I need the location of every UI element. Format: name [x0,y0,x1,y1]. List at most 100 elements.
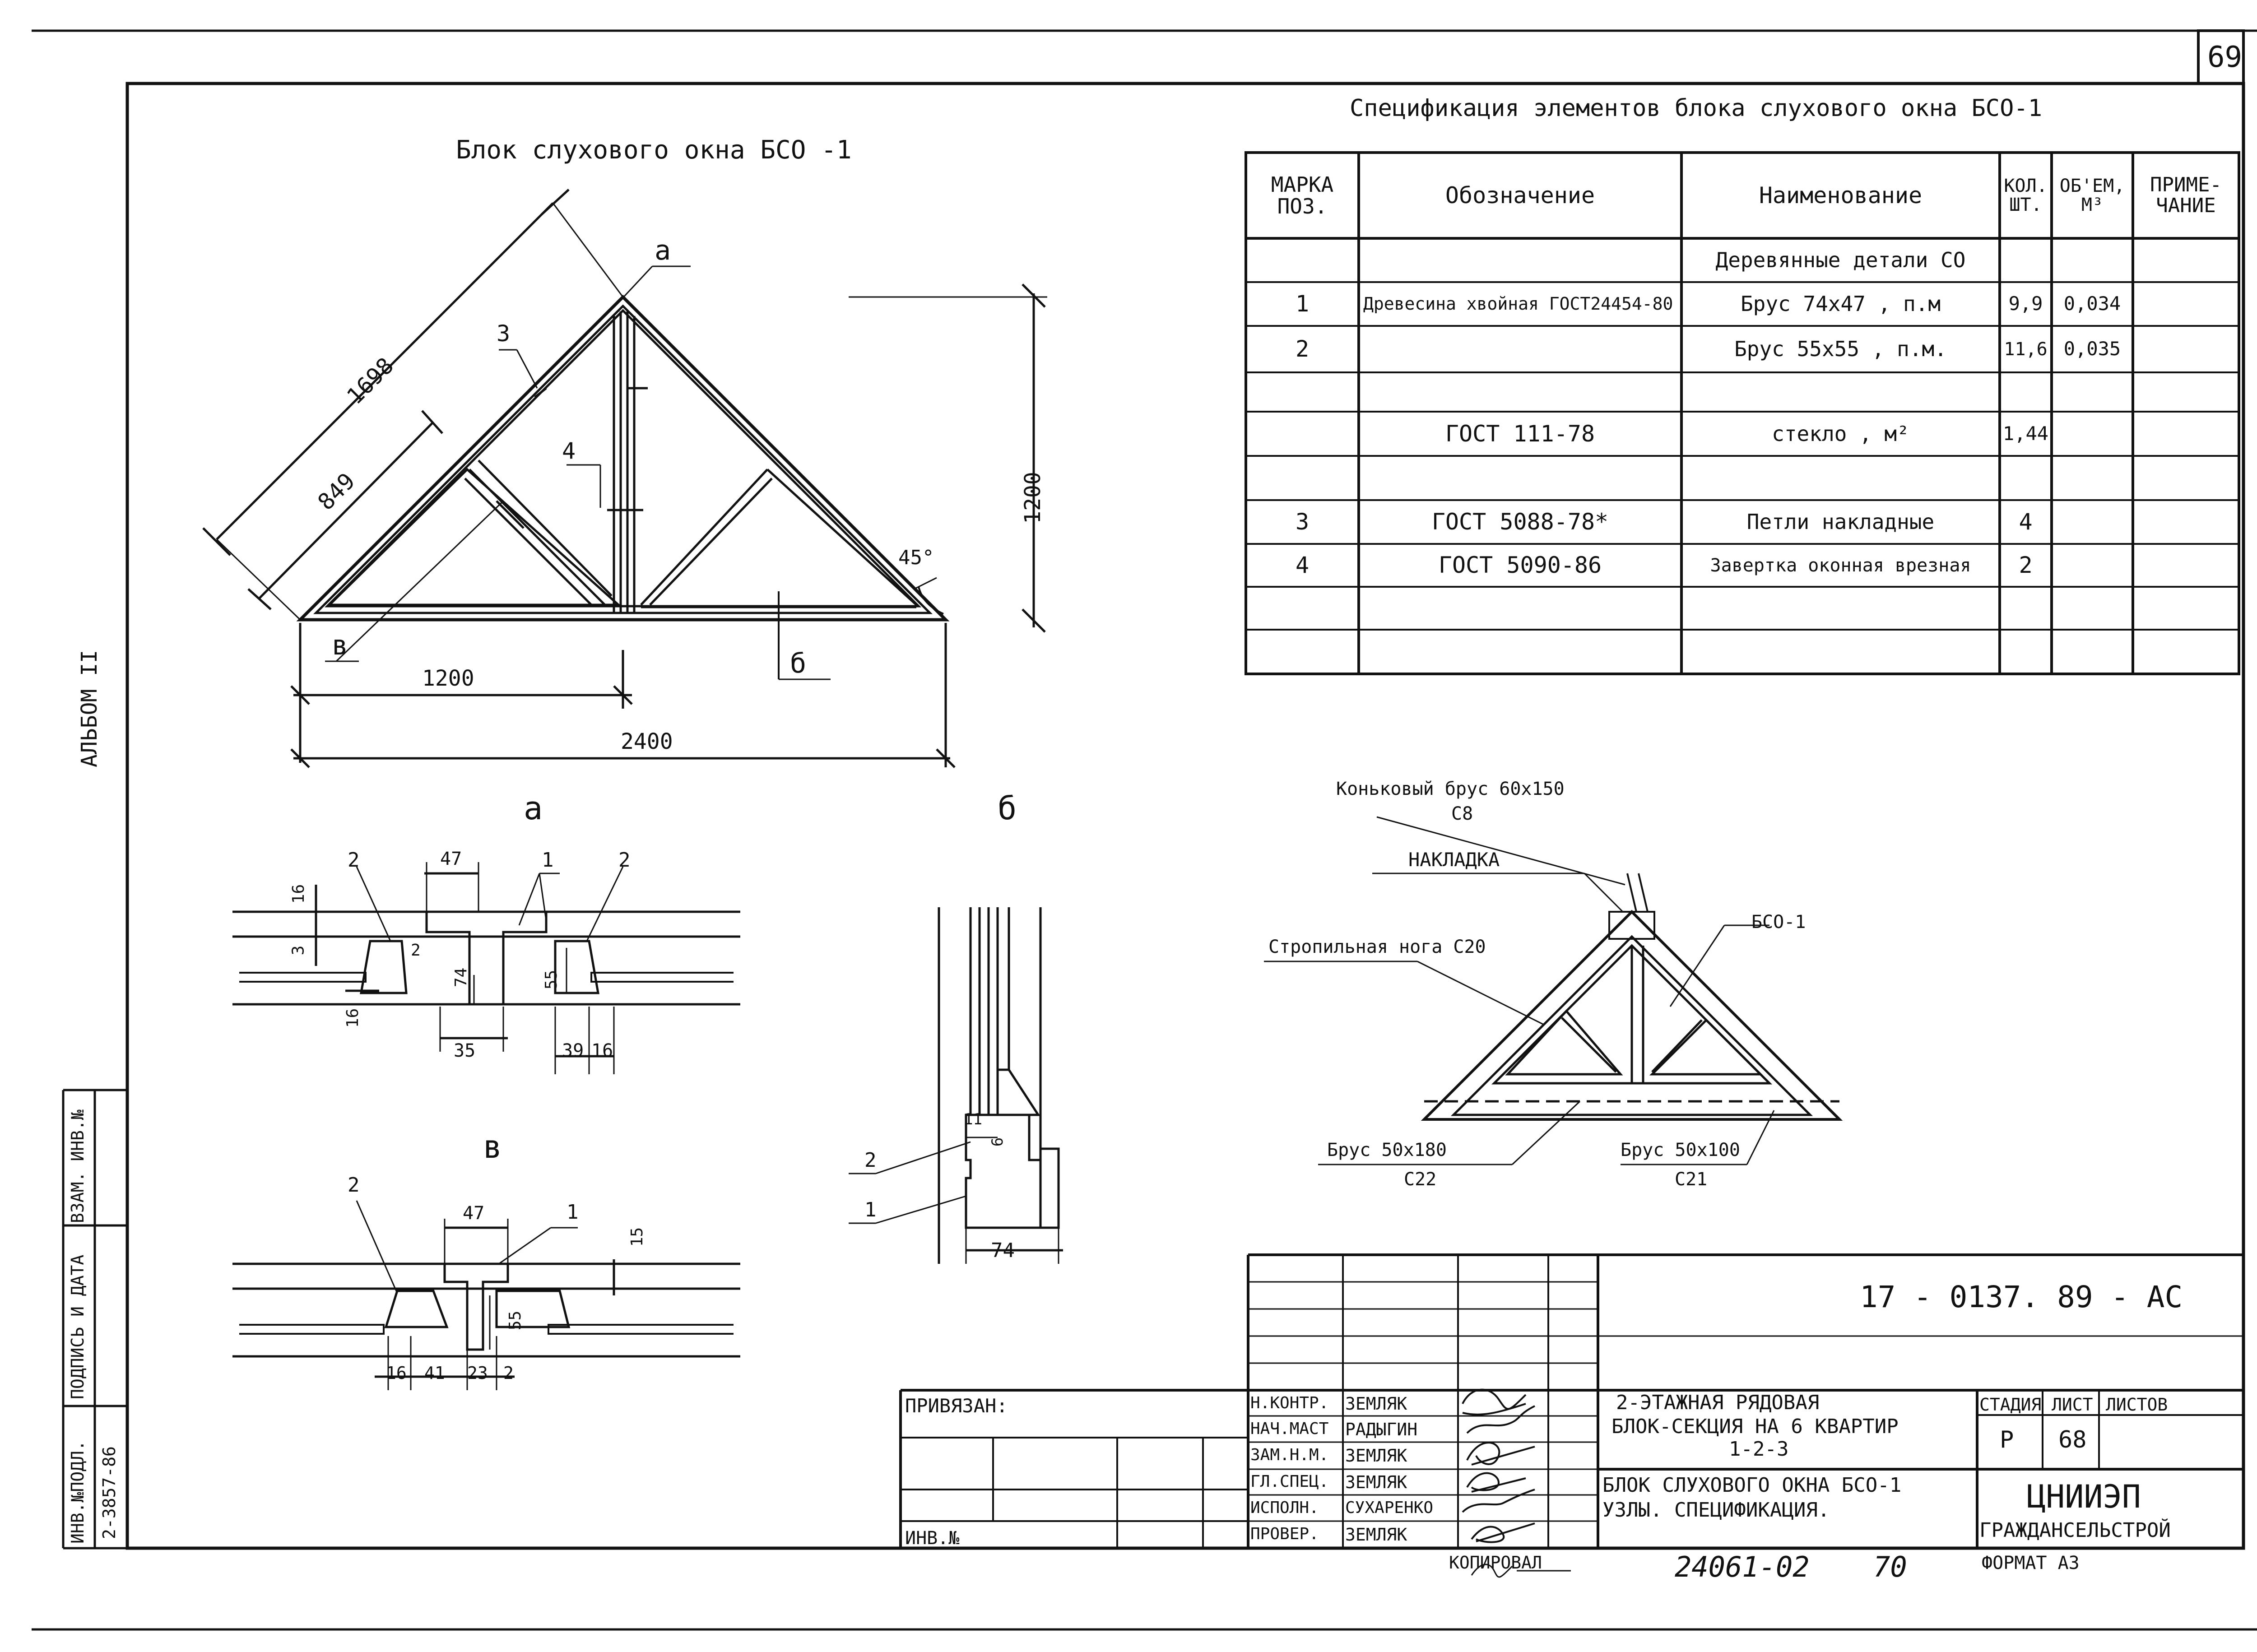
role-name: ЗЕМЛЯК [1345,1525,1407,1545]
list-value: 68 [2058,1426,2087,1453]
detail-b-pos: 2 [864,1149,877,1172]
detail-a-drawing [232,862,740,1074]
side-stamp-grid [62,1089,127,1550]
spec-table-grid [1245,151,2240,675]
project-line-3: 1-2-3 [1729,1438,1789,1461]
detail-v-label: в [483,1128,502,1165]
detail-b-dim: 74 [991,1239,1015,1262]
spec-header-qty: КОЛ. ШТ. [2004,176,2048,215]
dim-1200-horizontal: 1200 [422,666,474,691]
role-label: ПРОВЕР. [1250,1525,1319,1543]
detail-a-dim: 16 [344,1008,362,1028]
angle-45: 45° [898,546,934,569]
role-label: ГЛ.СПЕЦ. [1250,1472,1329,1491]
roof-section-drawing [1264,816,1843,1165]
album-label: АЛЬБОМ II [77,650,102,767]
spec-row-qty: 9,9 [2008,292,2043,315]
role-label: ИСПОЛН. [1250,1499,1319,1517]
roof-beam2-label: Брус 50х100 [1621,1140,1740,1160]
roof-beam2-code: С21 [1675,1169,1708,1190]
detail-a-pos: 1 [542,849,554,872]
detail-v-dim: 15 [628,1227,647,1247]
detail-a-dim: 2 [411,941,421,960]
side-vzam: ВЗАМ. ИНВ.№ [68,1109,88,1223]
role-label: ЗАМ.Н.М. [1250,1446,1329,1464]
title-block-grid [899,1253,2243,1548]
detail-v-dim: 23 [467,1363,488,1383]
roof-ridge-code: С8 [1451,803,1473,824]
spec-row-pos: 3 [1295,509,1310,535]
spec-title: Спецификация элементов блока слухового о… [1350,95,2043,122]
spec-header-vol: ОБ'ЕМ, М³ [2059,176,2125,215]
roof-ridge-label: Коньковый брус 60х150 [1336,779,1565,799]
callout-4: 4 [562,438,576,464]
stadia-header: СТАДИЯ [1979,1395,2042,1415]
role-label: Н.КОНТР. [1250,1394,1329,1412]
spec-row-pos: 4 [1295,552,1310,579]
spec-row-vol: 0,034 [2063,292,2121,315]
spec-row-vol: 0,035 [2063,338,2121,360]
spec-row-name: Завертка оконная врезная [1710,555,1971,576]
spec-row-qty: 1,44 [2002,422,2049,445]
footer-kopiroval: КОПИРОВАЛ [1449,1553,1542,1573]
side-podpis: ПОДПИСЬ И ДАТА [68,1254,88,1399]
detail-v-dim: 55 [506,1310,525,1331]
sheet-line-1: БЛОК СЛУХОВОГО ОКНА БСО-1 [1602,1474,1902,1497]
footer-format: ФОРМАТ А3 [1982,1553,2080,1573]
detail-a-dim: 35 [454,1040,476,1061]
detail-a-dim: 16 [289,884,308,904]
detail-a-dim: 74 [452,967,471,988]
detail-a-dim: 3 [289,945,308,956]
role-label: НАЧ.МАСТ [1250,1420,1329,1438]
spec-row-name: Брус 74х47 , п.м [1740,292,1941,316]
detail-b-drawing [849,907,1063,1264]
detail-a-pos: 2 [348,849,360,872]
main-window-drawing [202,189,1047,768]
spec-row-code: ГОСТ 111-78 [1445,420,1595,447]
role-name: РАДЫГИН [1345,1420,1418,1439]
project-line-1: 2-ЭТАЖНАЯ РЯДОВАЯ [1616,1391,1820,1414]
spec-section-title: Деревянные детали СО [1715,248,1966,273]
detail-v-pos: 2 [348,1174,360,1197]
spec-row-qty: 11,6 [2004,339,2048,360]
callout-b: б [790,648,807,679]
org-name: ЦНИИЭП [2027,1478,2141,1515]
role-name: ЗЕМЛЯК [1345,1446,1407,1466]
sheet-number: 69 [2207,41,2243,74]
spec-header-code: Обозначение [1445,182,1595,209]
side-inv-value: 2-3857-86 [99,1446,119,1539]
callout-v: в [332,630,348,661]
roof-rafter-label: Стропильная нога С20 [1268,937,1486,957]
privyazan-label: ПРИВЯЗАН: [905,1395,1008,1417]
inv-no-label: ИНВ.№ [905,1528,960,1549]
detail-b-label: б [998,790,1017,827]
doc-code: 17 - 0137. 89 - АС [1860,1280,2183,1314]
detail-b-dim: 11 [964,1110,982,1128]
footer-copy-no: 24061-02 [1675,1550,1810,1583]
spec-row-name: Брус 55х55 , п.м. [1734,337,1947,362]
roof-bso-label: БСО-1 [1751,912,1806,933]
detail-a-dim: 55 [542,970,561,990]
dim-1200-vertical: 1200 [1020,472,1045,524]
signatures [1462,1388,1571,1578]
listov-header: ЛИСТОВ [2106,1395,2168,1415]
footer-page: 70 [1873,1550,1907,1583]
spec-header-note: ПРИМЕ-ЧАНИЕ [2150,173,2222,217]
spec-row-qty: 4 [2019,509,2033,535]
org-name-2: ГРАЖДАНСЕЛЬСТРОЙ [1979,1519,2171,1542]
detail-v-dim: 16 [386,1363,407,1383]
callout-3: 3 [497,320,511,347]
spec-row-name: стекло , м² [1772,421,1909,446]
detail-v-dim: 2 [503,1363,514,1383]
roof-beam1-label: Брус 50х180 [1327,1140,1447,1160]
sheet-line-2: УЗЛЫ. СПЕЦИФИКАЦИЯ. [1602,1499,1830,1522]
role-name: ЗЕМЛЯК [1345,1472,1407,1492]
detail-a-pos: 2 [618,849,631,872]
spec-header-name: Наименование [1759,182,1923,209]
spec-row-name: Петли накладные [1746,510,1935,534]
sheet-number-box [2197,29,2245,85]
main-title: Блок слухового окна БСО -1 [456,135,852,165]
detail-v-pos: 1 [567,1201,579,1224]
sheet-frame [125,82,2245,1550]
